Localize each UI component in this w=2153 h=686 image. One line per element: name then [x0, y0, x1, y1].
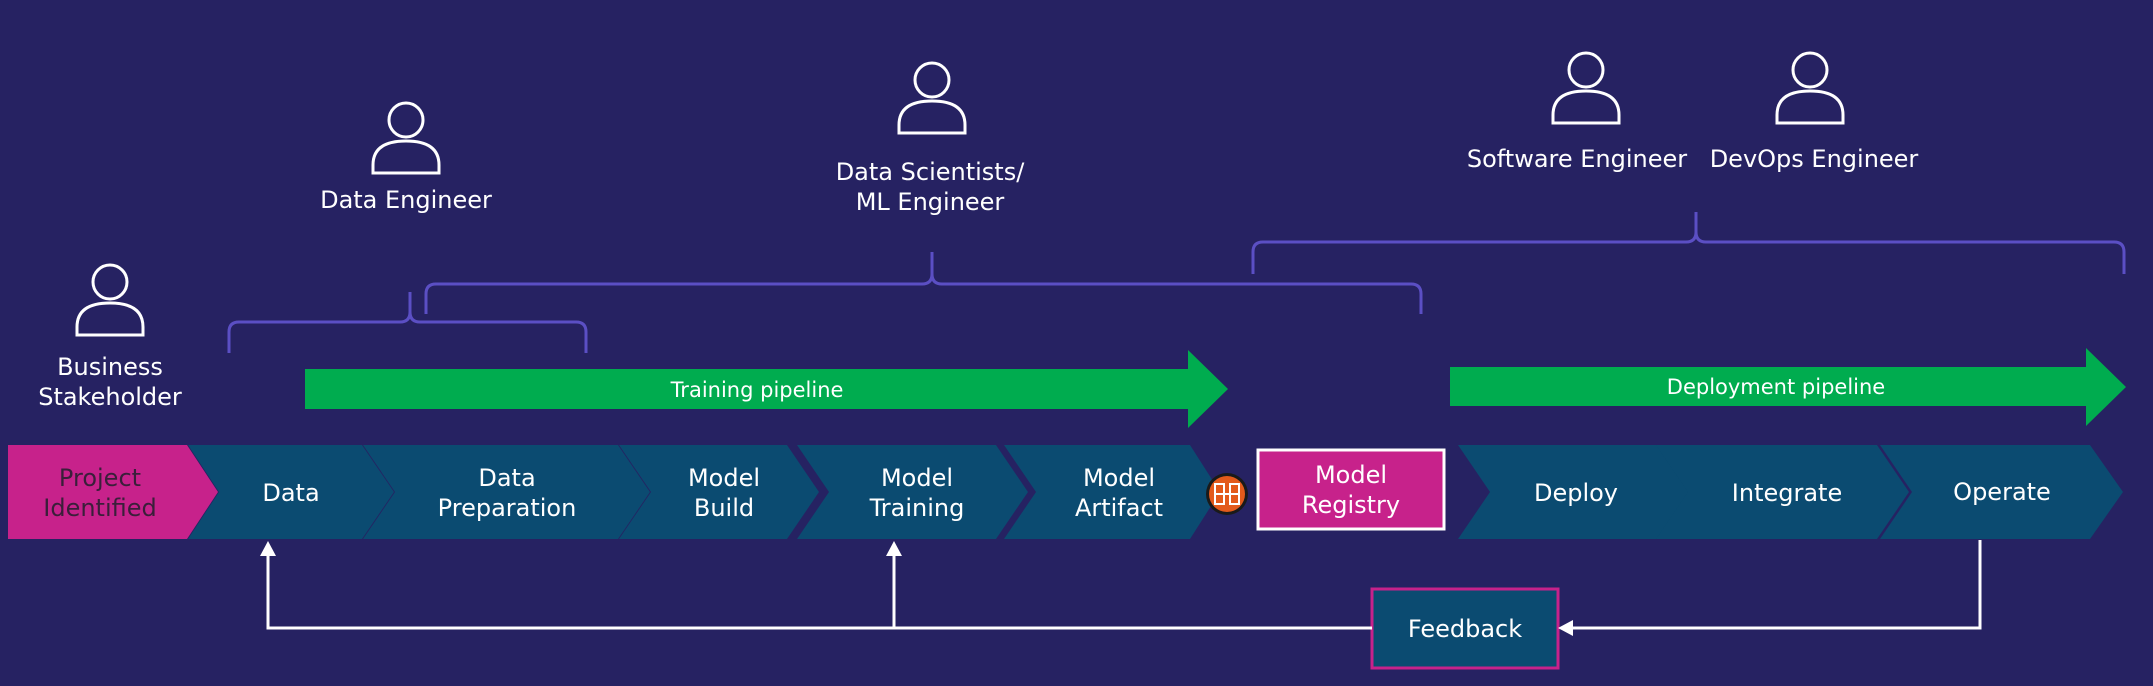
feedback-lines [266, 540, 1982, 630]
model-build-label: Model Build [687, 464, 761, 522]
artifact-repository-icon [1206, 473, 1248, 515]
business-stakeholder-label: Business Stakeholder [38, 353, 182, 411]
model-training-chevron [797, 445, 1028, 539]
person-icon [1775, 51, 1845, 125]
project-identified-label: Project Identified [43, 464, 157, 522]
deploy-label: Deploy [1533, 479, 1619, 507]
feedback-box [1370, 587, 1560, 670]
training-pipeline-label: Training pipeline [670, 378, 844, 402]
stage-chevrons [8, 445, 2123, 539]
integrate-chevron [1656, 445, 1909, 539]
devops-engineer-label: DevOps Engineer [1709, 145, 1919, 173]
feedback-label: Feedback [1407, 615, 1523, 643]
engineering-bracket [1251, 212, 2126, 274]
operate-to-feedback-line [1572, 540, 1982, 630]
training-pipeline-arrow [305, 350, 1228, 428]
model-training-label: Model Training [869, 464, 965, 522]
model-registry-box [1256, 448, 1446, 531]
deployment-pipeline-arrow [1450, 348, 2126, 426]
data-chevron [188, 445, 394, 539]
person-icon [371, 101, 441, 175]
software-engineer-label: Software Engineer [1466, 145, 1688, 173]
data-scientist-label: Data Scientists/ ML Engineer [835, 158, 1025, 216]
model-build-chevron [619, 445, 819, 539]
feedback-to-data-line [266, 555, 1372, 630]
person-icon [75, 263, 145, 337]
model-artifact-chevron [1004, 445, 1220, 539]
project-identified-chevron [8, 445, 218, 539]
deploy-chevron [1458, 445, 1692, 539]
data-engineer-bracket [227, 292, 588, 353]
operate-label: Operate [1953, 478, 2051, 506]
arrowhead-into-model-training [886, 541, 902, 556]
person-icon [897, 61, 967, 135]
data-scientist-bracket [424, 252, 1423, 314]
integrate-label: Integrate [1731, 479, 1843, 507]
model-artifact-label: Model Artifact [1074, 464, 1164, 522]
data-engineer-label: Data Engineer [320, 186, 492, 214]
operate-chevron [1880, 445, 2123, 539]
data-preparation-chevron [363, 445, 650, 539]
person-icon [1551, 51, 1621, 125]
arrowhead-into-data [260, 541, 276, 556]
data-label: Data [262, 479, 320, 507]
arrowhead-into-feedback [1558, 620, 1573, 636]
model-registry-label: Model Registry [1301, 461, 1401, 519]
deployment-pipeline-label: Deployment pipeline [1666, 375, 1886, 399]
data-preparation-label: Data Preparation [437, 464, 577, 522]
